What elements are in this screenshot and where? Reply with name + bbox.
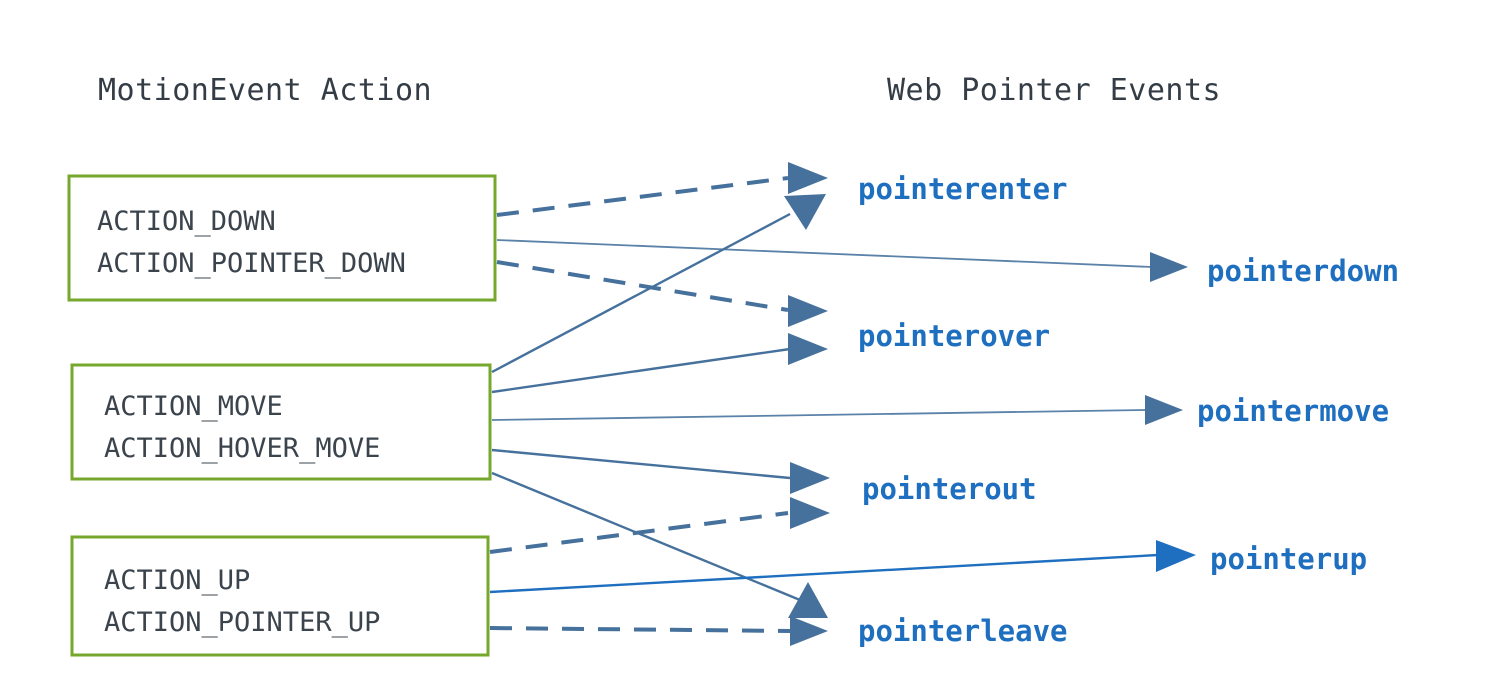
action-box-up-line-1: ACTION_UP [104,565,250,596]
event-label-pointerdown: pointerdown [1207,254,1399,288]
event-label-pointerenter: pointerenter [858,172,1068,206]
action-box-up-rect[interactable] [70,535,490,657]
connection-move-to-pointerenter [491,212,791,374]
arrowhead-pointerover-a [788,295,828,327]
connection-down-to-pointerenter [496,176,789,217]
action-box-up[interactable]: ACTION_UP ACTION_POINTER_UP [70,535,490,657]
event-label-pointermove: pointermove [1197,394,1389,428]
connection-down-to-pointerdown [496,239,1153,268]
connection-up-to-pointerout [489,511,789,554]
arrow-heads [784,162,1196,646]
action-box-move-line-1: ACTION_MOVE [104,391,283,422]
arrowhead-pointerenter-a [788,162,828,194]
event-label-pointerout: pointerout [862,472,1037,506]
arrowhead-pointerover-b [788,333,828,365]
event-label-pointerover: pointerover [858,319,1050,353]
connection-move-to-pointermove [491,409,1146,421]
connection-up-to-pointerup [489,553,1159,594]
arrowhead-pointerdown [1150,252,1188,282]
action-box-move[interactable]: ACTION_MOVE ACTION_HOVER_MOVE [70,363,492,481]
left-column-title: MotionEvent Action [98,73,432,108]
arrowhead-pointerleave-b [790,616,828,646]
action-box-down[interactable]: ACTION_DOWN ACTION_POINTER_DOWN [67,174,497,302]
connection-lines [489,176,1159,633]
arrowhead-pointerout-a [790,462,830,494]
arrowhead-pointerleave-a [788,582,828,618]
connection-move-to-pointerleave [491,471,801,602]
arrowhead-pointerenter-b [784,194,826,230]
arrowhead-pointermove [1145,395,1183,425]
action-box-move-rect[interactable] [70,363,492,481]
action-box-down-line-1: ACTION_DOWN [97,206,276,237]
event-label-pointerup: pointerup [1210,542,1367,576]
connection-down-to-pointerover [496,260,789,312]
arrowhead-pointerout-b [790,497,830,529]
arrowhead-pointerup [1156,540,1196,572]
action-box-move-line-2: ACTION_HOVER_MOVE [104,433,380,464]
connection-up-to-pointerleave [489,626,791,633]
connection-move-to-pointerover [491,347,791,394]
action-box-down-rect[interactable] [67,174,497,302]
action-box-up-line-2: ACTION_POINTER_UP [104,607,380,638]
event-label-pointerleave: pointerleave [858,614,1068,648]
action-box-down-line-2: ACTION_POINTER_DOWN [97,248,406,279]
connection-move-to-pointerout [491,448,791,480]
right-column-title: Web Pointer Events [887,73,1221,108]
